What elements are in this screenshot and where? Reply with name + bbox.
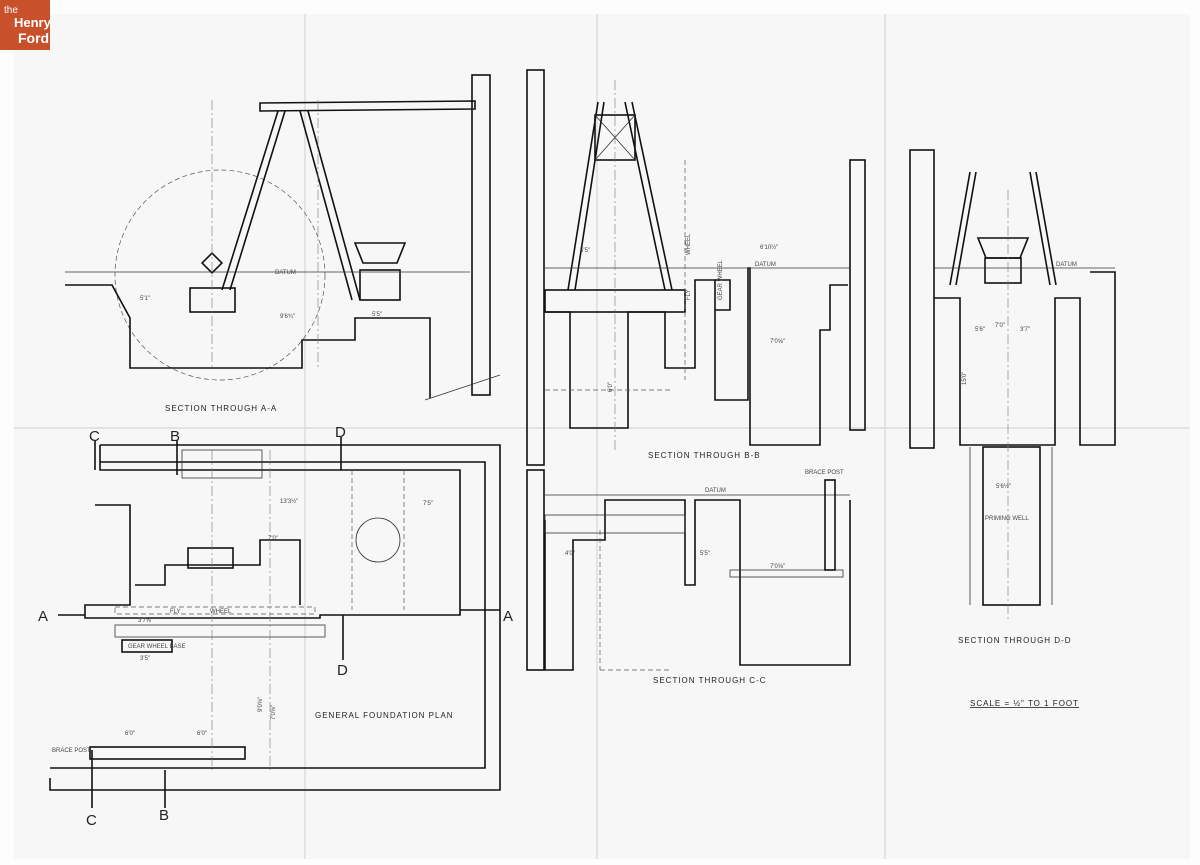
dimension-label: 7'0⅝" bbox=[271, 705, 277, 720]
datum-label-cc: DATUM bbox=[705, 488, 726, 494]
dimension-label: 3'7" bbox=[1020, 327, 1030, 333]
fly-wheel-label-plan: FLY bbox=[170, 609, 181, 615]
section-c-c-title: SECTION THROUGH C-C bbox=[653, 676, 767, 685]
dimension-label: 15'0" bbox=[962, 372, 968, 385]
dimension-label: 6'0" bbox=[125, 731, 135, 737]
scale-note: SCALE = ½" TO 1 FOOT bbox=[970, 699, 1079, 708]
section-mark-b-bottom: B bbox=[159, 807, 169, 824]
dimension-label: 5'6" bbox=[975, 327, 985, 333]
wheel-label: WHEEL bbox=[686, 233, 692, 255]
dimension-label: 5'1" bbox=[140, 296, 150, 302]
dimension-label: 6'0" bbox=[197, 731, 207, 737]
brace-post-label-cc: BRACE POST bbox=[805, 470, 844, 476]
section-mark-a-left: A bbox=[38, 608, 48, 625]
dimension-label: 5'5" bbox=[580, 248, 590, 254]
henry-ford-logo: the Henry Ford bbox=[0, 0, 51, 50]
dimension-label: 3'7⅝" bbox=[138, 618, 153, 624]
dimension-label: 13'3½" bbox=[280, 498, 298, 505]
dimension-label: 9'0⅝" bbox=[258, 697, 264, 712]
dimension-label: 4'0" bbox=[565, 551, 575, 557]
logo-text: the bbox=[4, 5, 18, 16]
foundation-plan-drawing bbox=[49, 437, 501, 808]
dimension-label: 3'5" bbox=[140, 656, 150, 662]
dimension-label: 6'0" bbox=[608, 382, 614, 392]
section-a-a-drawing bbox=[65, 74, 501, 401]
section-mark-d-bottom: D bbox=[337, 662, 348, 679]
logo-text: Ford bbox=[18, 30, 50, 46]
section-mark-c-bottom: C bbox=[86, 812, 97, 829]
priming-well-label: PRIMING WELL bbox=[985, 516, 1029, 522]
dimension-label: 5'5" bbox=[700, 551, 710, 557]
section-b-b-title: SECTION THROUGH B-B bbox=[648, 451, 761, 460]
paper bbox=[14, 14, 1190, 859]
section-d-d-drawing bbox=[909, 149, 1116, 620]
section-d-d-title: SECTION THROUGH D-D bbox=[958, 636, 1072, 645]
dimension-label: 6'10½" bbox=[760, 244, 778, 251]
foundation-plan-title: GENERAL FOUNDATION PLAN bbox=[315, 711, 454, 720]
datum-label-dd: DATUM bbox=[1056, 262, 1077, 268]
fly-label: FLY bbox=[686, 289, 692, 300]
brace-post-label-plan: BRACE POST bbox=[52, 748, 91, 754]
section-mark-b-top: B bbox=[170, 428, 180, 445]
dimension-label: 7'0" bbox=[268, 536, 278, 542]
section-mark-a-right: A bbox=[503, 608, 513, 625]
dimension-label: 5'5" bbox=[372, 312, 382, 318]
gear-wheel-label: GEAR WHEEL bbox=[718, 259, 724, 300]
section-mark-d-top: D bbox=[335, 424, 346, 441]
section-c-c-drawing bbox=[526, 469, 851, 671]
dimension-label: 7'0⅝" bbox=[770, 339, 785, 345]
dimension-label: 7'5" bbox=[423, 501, 433, 507]
section-a-a-title: SECTION THROUGH A-A bbox=[165, 404, 277, 413]
dimension-label: 5'6½" bbox=[996, 483, 1011, 490]
section-mark-c-top: C bbox=[89, 428, 100, 445]
fly-wheel-label-plan-2: WHEEL bbox=[210, 609, 232, 615]
dimension-label: 7'0" bbox=[995, 323, 1005, 329]
logo-text: Henry bbox=[14, 15, 51, 30]
datum-label-aa: DATUM bbox=[275, 270, 296, 276]
section-b-b-drawing bbox=[526, 69, 866, 466]
dimension-label: 9'6¾" bbox=[280, 314, 295, 320]
dimension-label: 7'0⅝" bbox=[770, 564, 785, 570]
gear-wheel-base-label: GEAR WHEEL BASE bbox=[128, 644, 185, 650]
datum-label-bb: DATUM bbox=[755, 262, 776, 268]
